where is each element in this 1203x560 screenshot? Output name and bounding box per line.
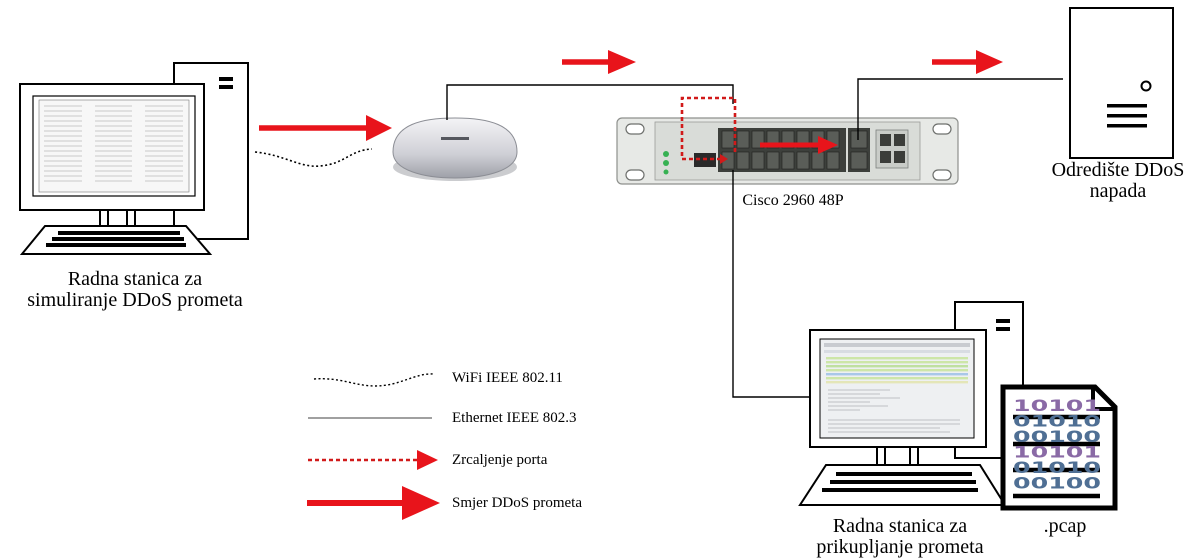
ethernet-switch-capture: [732, 170, 810, 398]
pcap-bit-row: 01010: [1013, 458, 1101, 477]
legend-ethernet-label: Ethernet IEEE 802.3: [452, 410, 577, 426]
switch-icon: [616, 117, 959, 185]
port-mirror-path: [680, 96, 737, 161]
legend-mirror-arrowhead: [417, 450, 438, 470]
legend-wifi-label: WiFi IEEE 802.11: [452, 370, 563, 386]
port-mirror-arrowhead: [720, 154, 728, 164]
pcap-bit-row: 01010: [1013, 412, 1101, 431]
wifi-link: [254, 148, 373, 167]
legend-ddos-arrowhead: [402, 486, 440, 520]
switch-label: Cisco 2960 48P: [742, 192, 844, 209]
pcap-label: .pcap: [1043, 515, 1087, 537]
target-label: Odredište DDoS napada: [1051, 159, 1185, 202]
workstation-capture-label: Radna stanica za prikupljanje prometa: [816, 515, 984, 558]
switch-ddos-arrowhead: [818, 136, 838, 154]
pcap-bit-row: 00100: [1013, 474, 1101, 493]
ddos-arrow-1: [259, 115, 392, 141]
target-server-icon: [1069, 7, 1174, 159]
access-point-icon: [392, 117, 518, 181]
workstation-sim-label: Radna stanica za simuliranje DDoS promet…: [27, 268, 243, 311]
ddos-arrow-3: [932, 50, 1003, 74]
legend-wifi-symbol: [313, 373, 434, 387]
pcap-bit-row: 10101: [1013, 443, 1101, 462]
pcap-bit-row: 10101: [1013, 396, 1101, 415]
pcap-bit-row: 00100: [1013, 427, 1101, 446]
workstation-capture-icon: [798, 301, 1024, 506]
ethernet-switch-target: [857, 78, 1063, 140]
workstation-sim-icon: [19, 62, 249, 255]
legend-ddos-label: Smjer DDoS prometa: [452, 495, 582, 511]
legend-symbols: [307, 373, 440, 520]
legend-mirror-label: Zrcaljenje porta: [452, 452, 548, 468]
ethernet-ap-switch: [446, 84, 734, 120]
ddos-arrow-2: [562, 50, 636, 74]
